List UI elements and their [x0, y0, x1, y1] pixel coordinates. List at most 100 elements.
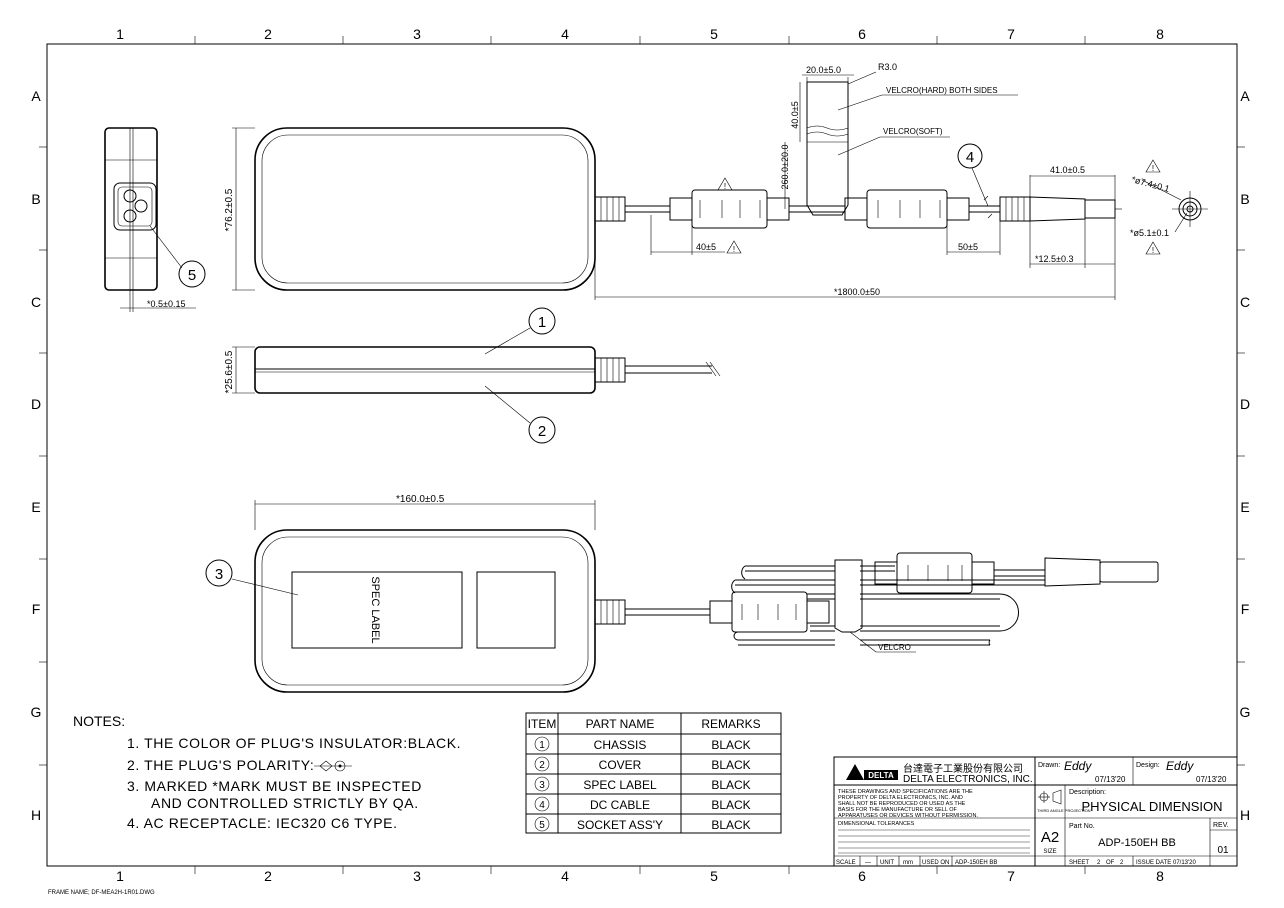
dc-cable-coiled — [594, 552, 1159, 646]
drawn-date: 07/13'20 — [1095, 775, 1126, 784]
rev: 01 — [1217, 845, 1229, 856]
adapter-top-view — [254, 127, 596, 291]
dim-label: 41.0±0.5 — [1050, 165, 1085, 175]
bom-name: SPEC LABEL — [583, 778, 657, 792]
row-label: F — [32, 601, 41, 617]
sheet: 2 — [1097, 860, 1101, 866]
col-label: 3 — [413, 26, 421, 42]
company-cn: 台達電子工業股份有限公司 — [903, 762, 1023, 775]
row-label: D — [1240, 396, 1250, 412]
velcro-strap-top: 20.0±5.0 R3.0 40.0±5 260.0±20.0 VELCRO(H… — [780, 62, 1018, 216]
bom-row: 4 DC CABLE BLACK — [534, 796, 751, 812]
unit-label: UNIT — [880, 860, 894, 866]
bom-remark: BLACK — [711, 818, 750, 832]
col-label: 6 — [858, 26, 866, 42]
col-label: 2 — [264, 26, 272, 42]
row-label: E — [1240, 499, 1249, 515]
dim-label: R3.0 — [878, 62, 897, 72]
balloon-label: 2 — [538, 423, 546, 440]
col-label: 1 — [116, 26, 124, 42]
used-on: ADP-150EH BB — [955, 860, 997, 866]
dim-thick-05: *0.5±0.15 — [120, 290, 196, 312]
dim-41: 41.0±0.5 — [1029, 165, 1116, 200]
dc-cable-top — [594, 189, 1122, 229]
bom-item: 5 — [539, 820, 545, 831]
scale: — — [865, 860, 871, 866]
frame-border — [46, 43, 1238, 867]
bom-row: 1 CHASSIS BLACK — [534, 736, 751, 752]
column-labels-bottom: 1 2 3 4 5 6 7 8 — [116, 868, 1164, 884]
of-label: OF — [1106, 860, 1115, 866]
dc-plug-end-view: *ø7.4±0.1 *ø5.1±0.1 — [1130, 174, 1208, 238]
warning-mark: ! — [1152, 164, 1154, 173]
col-label: 2 — [264, 868, 272, 884]
col-label: 4 — [561, 26, 569, 42]
dim-height-76: *76.2±0.5 — [224, 127, 255, 291]
bom-item: 4 — [539, 800, 545, 811]
row-label: C — [1240, 294, 1250, 310]
issue-date: 07/13'20 — [1173, 860, 1196, 866]
row-label: F — [1241, 601, 1250, 617]
note-item: 1. THE COLOR OF PLUG'S INSULATOR:BLACK. — [127, 735, 461, 751]
balloon-1: 1 — [484, 307, 556, 355]
bom-name: CHASSIS — [594, 738, 647, 752]
dim-width-160: *160.0±0.5 — [254, 494, 596, 530]
dim-label: VELCRO(SOFT) — [883, 127, 943, 136]
design-label: Design: — [1136, 762, 1160, 769]
dim-thick-256: *25.6±0.5 — [224, 346, 255, 393]
dim-label: *ø5.1±0.1 — [1130, 228, 1169, 238]
disclaimer: THESE DRAWINGS AND SPECIFICATIONS ARE TH… — [838, 789, 978, 819]
used-on-label: USED ON — [922, 860, 949, 866]
spec-label-text: SPEC LABEL — [369, 576, 381, 643]
dim-40: 40±5 — [650, 215, 725, 255]
warning-icon: ! — [1145, 159, 1161, 173]
bom-name: COVER — [599, 758, 642, 772]
bom-row: 2 COVER BLACK — [534, 756, 751, 772]
col-label: 5 — [710, 26, 718, 42]
balloon-4: 4 — [957, 143, 989, 207]
note-item: 2. THE PLUG'S POLARITY: — [127, 757, 314, 773]
dim-50: 50±5 — [946, 220, 1001, 255]
dim-label: *0.5±0.15 — [147, 299, 185, 309]
logo-text: DELTA — [868, 771, 894, 780]
title-block: DELTA 台達電子工業股份有限公司 DELTA ELECTRONICS, IN… — [833, 756, 1238, 867]
row-labels-right: A B C D E F G H — [1240, 88, 1251, 823]
bom-name: DC CABLE — [590, 798, 650, 812]
balloon-3: 3 — [205, 559, 299, 596]
dim-label: *160.0±0.5 — [396, 494, 445, 505]
bom-header: ITEM — [528, 717, 557, 731]
row-labels-left: A B C D E F G H — [31, 88, 42, 823]
col-label: 6 — [858, 868, 866, 884]
row-label: A — [31, 88, 41, 104]
col-label: 4 — [561, 868, 569, 884]
bom-item: 2 — [539, 760, 545, 771]
row-label: H — [1240, 807, 1250, 823]
drawn-by: Eddy — [1064, 759, 1092, 773]
row-label: C — [31, 294, 41, 310]
balloon-label: 3 — [215, 566, 223, 583]
note-item: 4. AC RECEPTACLE: IEC320 C6 TYPE. — [127, 815, 398, 831]
bom-remark: BLACK — [711, 798, 750, 812]
warning-mark: ! — [733, 245, 735, 254]
bom-remark: BLACK — [711, 778, 750, 792]
projection-icon — [1038, 789, 1062, 805]
note-item: AND CONTROLLED STRICTLY BY QA. — [151, 795, 419, 811]
polarity-icon — [314, 760, 352, 772]
row-label: E — [31, 499, 40, 515]
col-label: 7 — [1007, 26, 1015, 42]
frame-ticks — [39, 36, 1245, 874]
unit: mm — [903, 860, 913, 866]
dim-label: VELCRO(HARD) BOTH SIDES — [886, 86, 998, 95]
velcro-label: VELCRO — [878, 643, 911, 652]
dim-label: 260.0±20.0 — [780, 145, 790, 190]
dim-label: 40±5 — [696, 242, 716, 252]
bom-item: 3 — [539, 780, 545, 791]
notes: NOTES: 1. THE COLOR OF PLUG'S INSULATOR:… — [73, 713, 461, 831]
description-label: Description: — [1069, 789, 1106, 796]
balloon-label: 5 — [188, 267, 196, 284]
company-en: DELTA ELECTRONICS, INC. — [903, 774, 1033, 785]
col-label: 8 — [1156, 26, 1164, 42]
balloon-label: 4 — [966, 149, 974, 166]
